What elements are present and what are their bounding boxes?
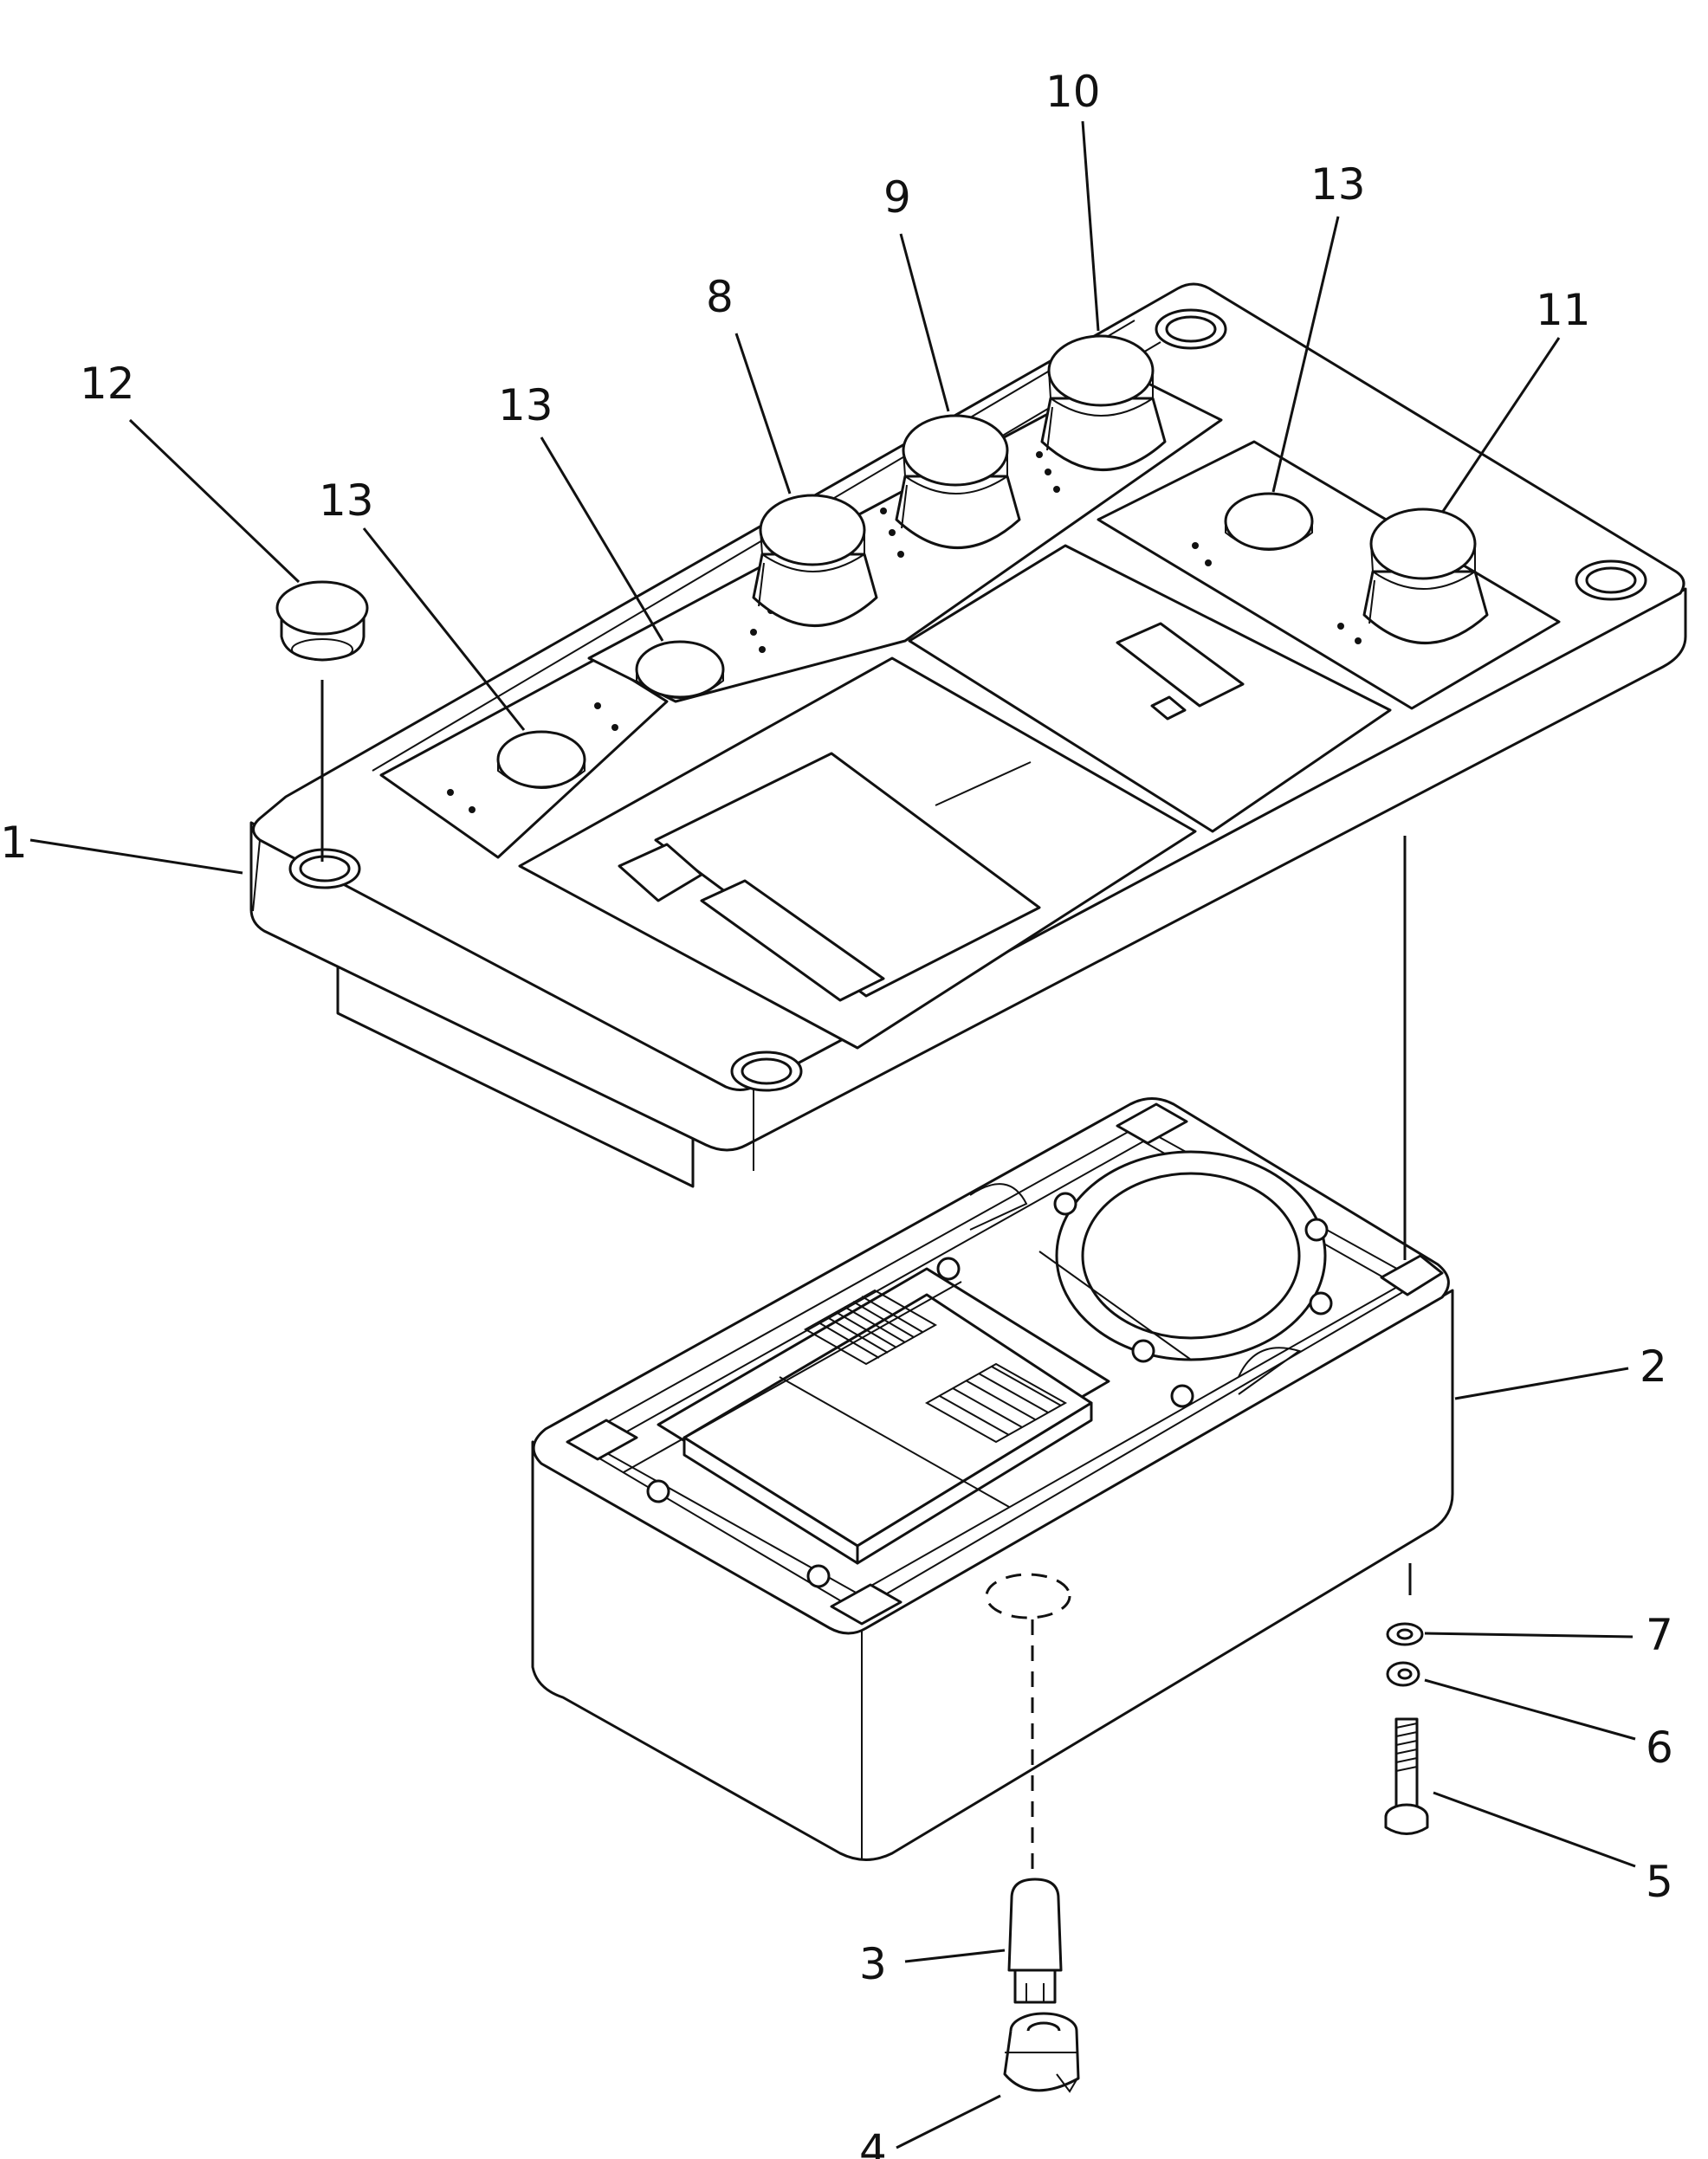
monitor-panel-cover — [249, 282, 1687, 1188]
cover-front-face — [249, 587, 1687, 1152]
callout-10: 10 — [1045, 67, 1101, 117]
case-round-gauge — [1053, 1150, 1333, 1363]
cover-indicator-window — [1116, 622, 1245, 708]
callout-12: 12 — [80, 359, 135, 409]
knob — [1362, 507, 1489, 644]
callout-13-mid: 13 — [498, 380, 553, 430]
knob — [1040, 334, 1167, 471]
callout-13-right: 13 — [1310, 159, 1366, 210]
plug — [275, 580, 369, 862]
cover-display-panel — [908, 544, 1392, 833]
callout-6: 6 — [1646, 1723, 1673, 1773]
callout-3: 3 — [859, 1939, 887, 1989]
callout-2: 2 — [1640, 1341, 1667, 1392]
switch-button — [635, 640, 725, 699]
case-side-faces — [531, 1289, 1454, 1861]
screw — [1384, 1717, 1429, 1835]
callout-1: 1 — [0, 818, 28, 868]
spring-washer — [1386, 1661, 1420, 1687]
switch-button — [496, 730, 586, 789]
callout-9: 9 — [883, 172, 911, 223]
callout-11: 11 — [1536, 285, 1591, 335]
bulb — [1007, 1878, 1063, 2004]
monitor-panel-case — [531, 1097, 1454, 1879]
washer — [1386, 1622, 1424, 1646]
callout-labels: 1 2 3 4 5 6 7 8 9 10 11 12 13 13 13 — [0, 67, 1673, 2159]
knob — [895, 414, 1021, 549]
callout-7: 7 — [1646, 1610, 1673, 1660]
bulb-socket — [1003, 2012, 1080, 2093]
callout-13-left: 13 — [319, 475, 374, 526]
knob — [752, 494, 878, 627]
callout-5: 5 — [1646, 1857, 1673, 1907]
bulb-position-indicator — [985, 1573, 1071, 1619]
case-connector-pins — [803, 1289, 1068, 1444]
callout-8: 8 — [706, 272, 734, 322]
callout-4: 4 — [859, 2125, 887, 2159]
switch-button — [1224, 492, 1314, 551]
callout-leaders — [29, 120, 1636, 2149]
indicator-dots — [447, 451, 1362, 813]
